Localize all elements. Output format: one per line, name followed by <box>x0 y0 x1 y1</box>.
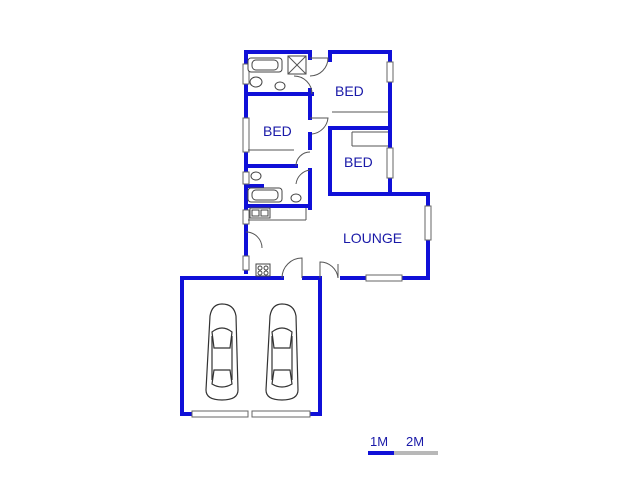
room-label-lounge: LOUNGE <box>343 230 402 246</box>
fixtures <box>247 55 388 277</box>
scale-label-2m: 2M <box>406 434 424 449</box>
room-label-bed-small: BED <box>344 154 373 170</box>
scale-segment-1m <box>368 451 394 455</box>
room-label-bed-top: BED <box>335 83 364 99</box>
car-icon <box>205 303 239 401</box>
windows <box>191 61 432 418</box>
doors <box>245 57 339 279</box>
scale-segment-2m <box>394 451 438 455</box>
car-icon <box>265 303 299 401</box>
scale-label-1m: 1M <box>370 434 388 449</box>
room-label-bed-left: BED <box>263 123 292 139</box>
scale-bar: 1M 2M <box>368 434 438 455</box>
